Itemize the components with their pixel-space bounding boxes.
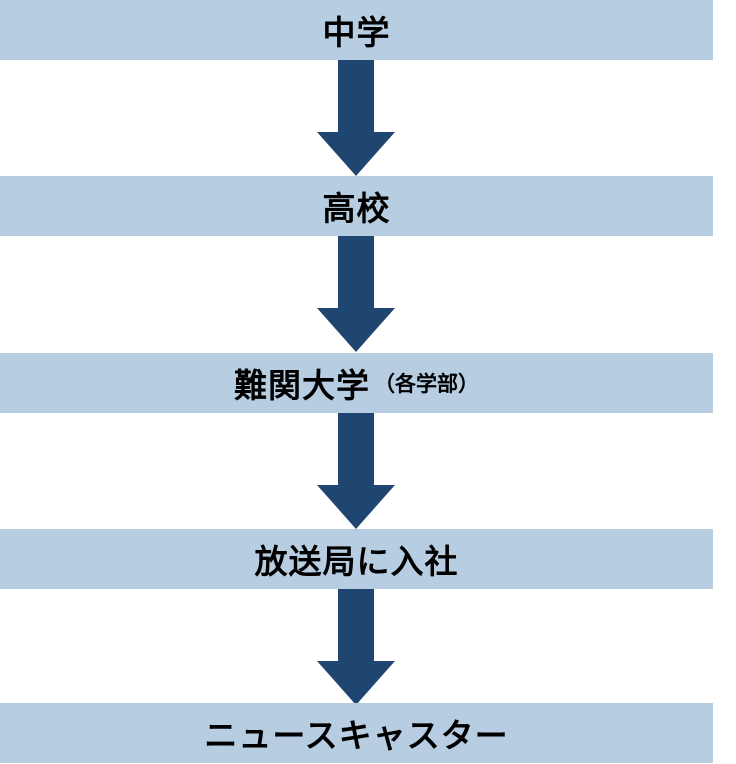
step-label: ニュースキャスター [204, 716, 509, 755]
step-label: 放送局に入社 [254, 542, 459, 581]
step-junior-high: 中学 [0, 0, 713, 60]
step-label: 難関大学 [234, 366, 370, 405]
step-university: 難関大学 （各学部） [0, 353, 713, 413]
step-note: （各学部） [374, 372, 479, 396]
step-broadcaster-job: 放送局に入社 [0, 529, 713, 589]
down-arrow-icon [317, 589, 395, 705]
step-newscaster: ニュースキャスター [0, 703, 713, 763]
down-arrow-icon [317, 236, 395, 352]
step-label: 中学 [322, 13, 391, 52]
step-high-school: 高校 [0, 176, 713, 236]
down-arrow-icon [317, 413, 395, 529]
down-arrow-icon [317, 60, 395, 176]
step-label: 高校 [322, 189, 391, 228]
